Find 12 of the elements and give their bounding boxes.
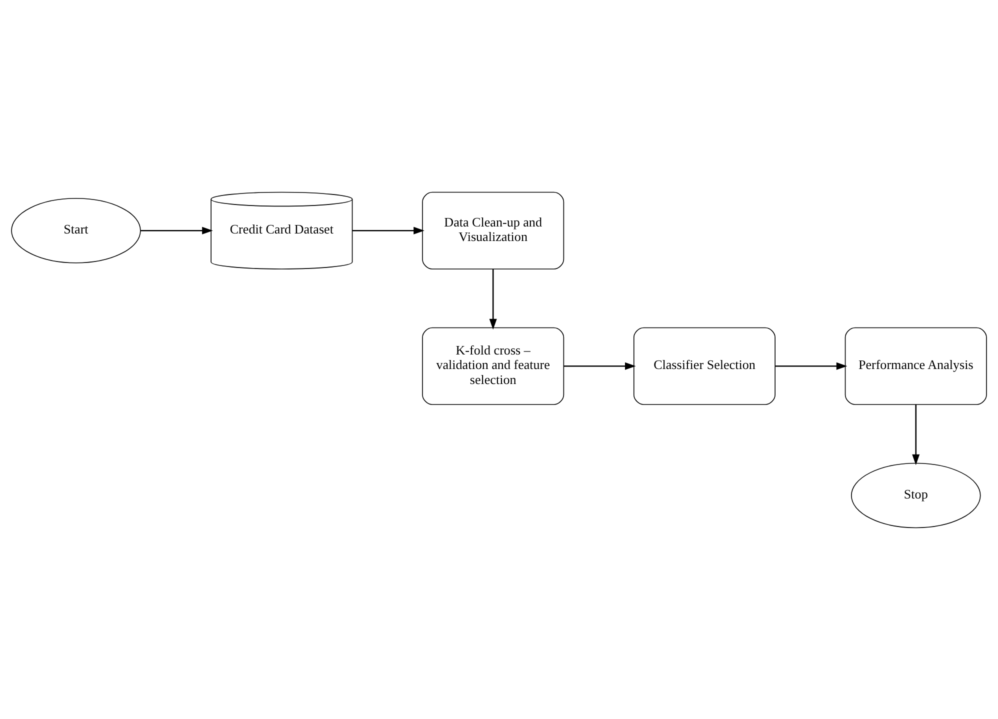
node-box: K-fold cross – validation and feature selection — [422, 326, 564, 404]
arrow — [775, 362, 848, 370]
arrow — [140, 226, 213, 234]
arrow — [564, 362, 636, 370]
arrow — [352, 226, 424, 234]
arrow — [489, 268, 497, 330]
node-box: Performance Analysis — [844, 326, 987, 404]
node-ellipse: Start — [11, 197, 141, 263]
node-box: Data Clean-up and Visualization — [422, 191, 564, 269]
node-ellipse: Stop — [851, 462, 981, 528]
arrow — [912, 404, 920, 465]
node-box: Classifier Selection — [633, 326, 776, 404]
